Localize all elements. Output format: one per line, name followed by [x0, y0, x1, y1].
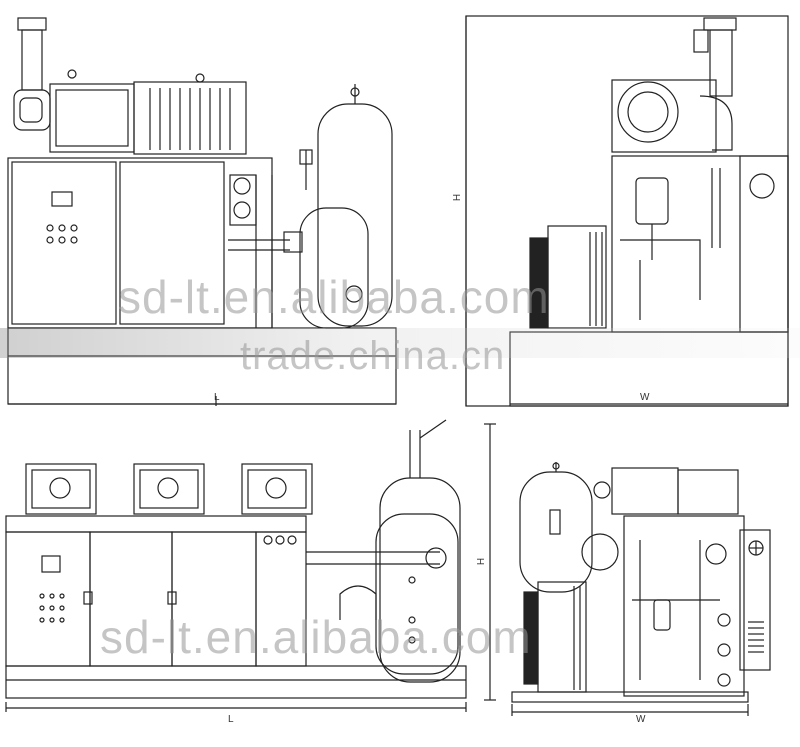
watermark-tradechina: trade.china.cn: [240, 334, 506, 378]
dimension-h-top: H: [452, 193, 464, 202]
coil-fins: [589, 232, 603, 326]
side-vents: [748, 621, 764, 653]
watermark-band: [0, 328, 800, 358]
compressor-2: [133, 463, 205, 515]
compressor-1: [25, 463, 97, 515]
watermark-alibaba-top: sd-lt.en.alibaba.com: [118, 271, 550, 323]
dimension-l-bottom: L: [228, 714, 234, 725]
dimension-lines-top: [8, 403, 788, 405]
dimension-w-bottom: W: [636, 714, 646, 725]
side-view-bottom: [511, 462, 771, 716]
panel-dots: [39, 593, 65, 623]
front-view-bottom: [5, 419, 496, 712]
dimension-h-bottom: H: [476, 557, 488, 566]
dimension-w-top: W: [640, 392, 650, 403]
compressor-3: [241, 463, 313, 515]
compressor-fins: [149, 88, 231, 150]
control-buttons: [46, 224, 78, 244]
side-view-top: [465, 15, 789, 407]
front-view-top: [7, 17, 397, 406]
dimension-l-top: L: [214, 392, 220, 403]
watermark-alibaba-bottom: sd-lt.en.alibaba.com: [100, 611, 532, 663]
